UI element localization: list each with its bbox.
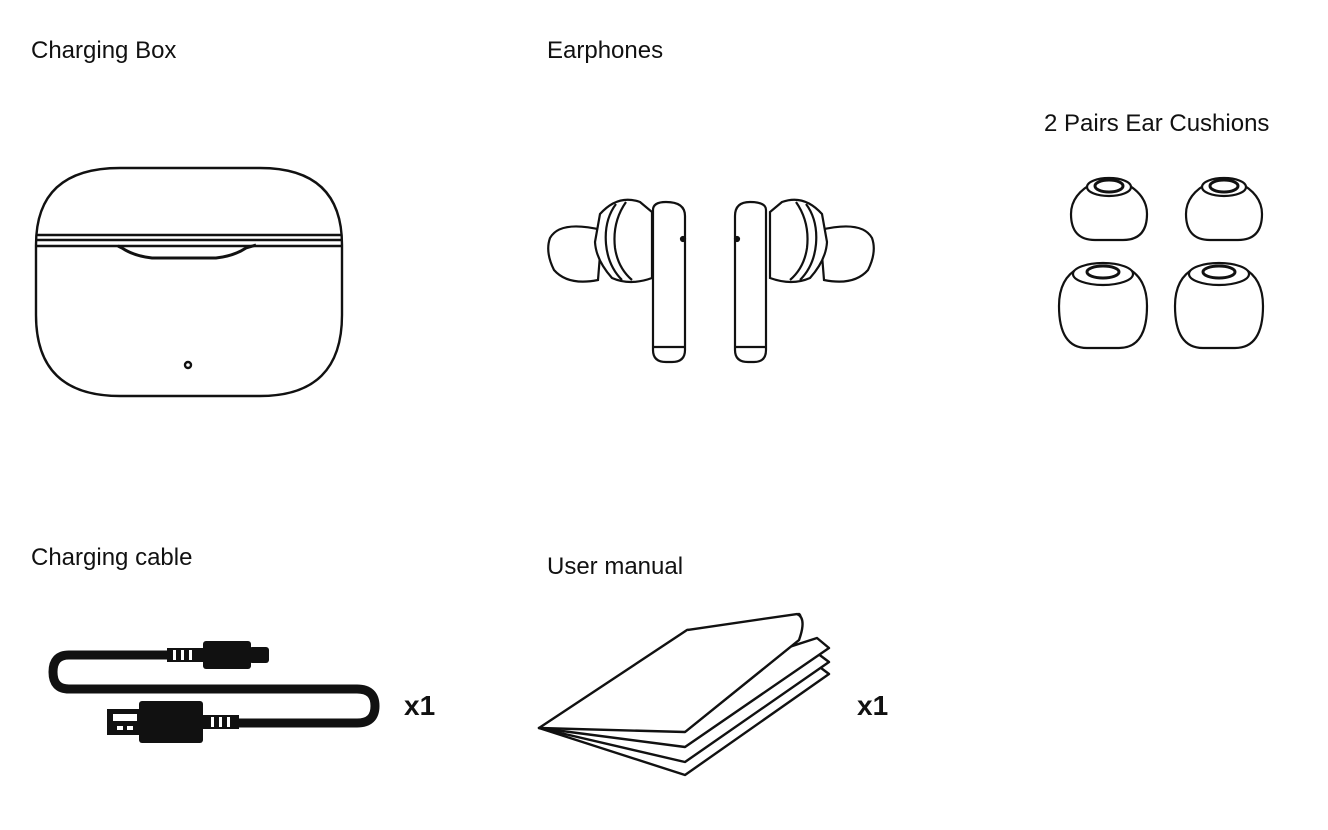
usb-cable-icon [45, 635, 385, 750]
charging-cable-quantity: x1 [404, 690, 436, 721]
user-manual-label: User manual [547, 553, 684, 580]
earphones-label: Earphones [547, 37, 664, 64]
charging-box-label: Charging Box [31, 37, 177, 64]
ear-cushions-icon [1055, 172, 1270, 354]
charging-cable-label: Charging cable [31, 544, 193, 571]
charging-box-icon [30, 160, 350, 405]
earphones-icon [540, 190, 885, 370]
user-manual-icon [535, 610, 835, 780]
user-manual-quantity: x1 [857, 690, 889, 721]
ear-cushions-label: 2 Pairs Ear Cushions [1044, 110, 1270, 137]
